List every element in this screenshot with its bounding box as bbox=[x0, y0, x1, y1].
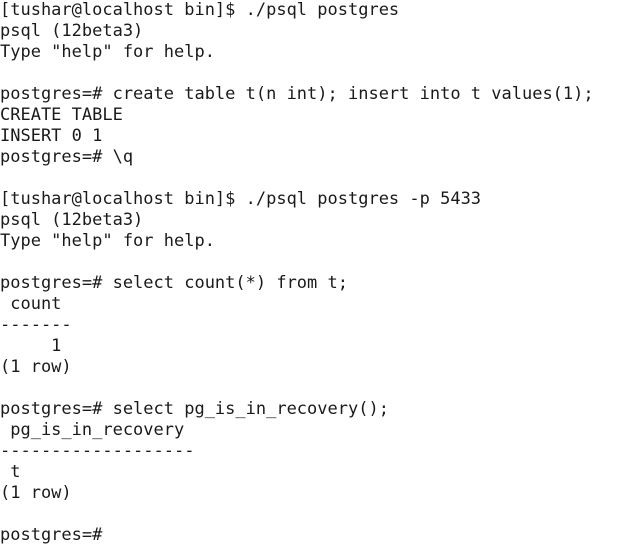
terminal-line: ------------------- bbox=[0, 441, 195, 461]
terminal-line: t bbox=[0, 462, 21, 482]
terminal-line: 1 bbox=[0, 336, 62, 356]
terminal-prompt-line[interactable]: postgres=# bbox=[0, 525, 103, 545]
terminal-line: count bbox=[0, 294, 62, 314]
terminal-line: postgres=# select pg_is_in_recovery(); bbox=[0, 399, 389, 419]
terminal-line: Type "help" for help. bbox=[0, 231, 215, 251]
terminal-line: psql (12beta3) bbox=[0, 21, 144, 41]
terminal-line bbox=[0, 168, 641, 189]
terminal-line bbox=[0, 504, 641, 525]
terminal-line: [tushar@localhost bin]$ ./psql postgres … bbox=[0, 189, 482, 209]
terminal-line: (1 row) bbox=[0, 357, 72, 377]
terminal-line: INSERT 0 1 bbox=[0, 126, 103, 146]
terminal-line: pg_is_in_recovery bbox=[0, 420, 185, 440]
terminal-line: postgres=# select count(*) from t; bbox=[0, 273, 348, 293]
terminal-line: CREATE TABLE bbox=[0, 105, 123, 125]
terminal-line: psql (12beta3) bbox=[0, 210, 144, 230]
terminal-line: postgres=# \q bbox=[0, 147, 134, 167]
terminal-line bbox=[0, 378, 641, 399]
terminal-line: postgres=# create table t(n int); insert… bbox=[0, 84, 594, 104]
terminal-line: (1 row) bbox=[0, 483, 72, 503]
terminal-line: [tushar@localhost bin]$ ./psql postgres bbox=[0, 0, 400, 20]
terminal-line bbox=[0, 252, 641, 273]
terminal-line: ------- bbox=[0, 315, 72, 335]
terminal-line bbox=[0, 63, 641, 84]
terminal-line: Type "help" for help. bbox=[0, 42, 215, 62]
